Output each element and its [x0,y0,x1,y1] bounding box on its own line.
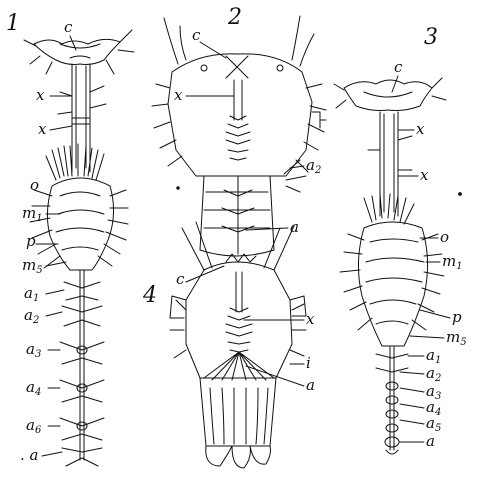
label-a1: a1 [24,284,39,304]
figure-2-labels: c x a2 a [174,26,321,236]
figure-4-specimen [170,222,306,468]
figure-3-labels: c x x o m1 p m5 a1 a2 a3 a4 a5 a [392,58,467,450]
label-x-lower: x [38,120,47,138]
label-a: a [290,218,299,236]
label-c: c [394,58,403,76]
label-x: x [174,86,183,104]
label-c: c [64,18,73,36]
label-m1: m1 [22,204,43,224]
speck [177,187,179,189]
label-p: p [452,308,462,326]
figure-4-number: 4 [142,283,157,308]
label-c: c [176,270,185,288]
label-x-upper: x [416,120,425,138]
label-a6: a6 [26,416,42,436]
speck [459,193,462,196]
label-p: p [26,232,36,250]
label-a-terminal: . a [20,446,38,464]
label-a2: a2 [24,306,39,326]
label-o: o [30,176,39,194]
label-a3: a3 [26,340,41,360]
label-x: x [306,310,315,328]
label-m5: m5 [446,328,467,348]
label-a2: a2 [306,156,321,176]
label-i: i [306,354,311,372]
label-m1: m1 [442,252,463,272]
label-a4: a4 [26,378,41,398]
label-a: a [306,376,315,394]
label-x-upper: x [36,86,45,104]
figure-2-specimen [152,16,326,256]
label-c: c [192,26,201,44]
figure-3-number: 3 [424,25,438,50]
label-a1: a1 [426,346,441,366]
label-o: o [440,228,449,246]
figure-1-number: 1 [6,11,20,36]
figure-1-labels: c x x o m1 p m5 a1 a2 a3 a4 a6 . a [20,18,76,464]
label-m5: m5 [22,256,43,276]
label-a: a [426,432,435,450]
label-a2: a2 [426,364,441,384]
figure-2-number: 2 [227,5,242,30]
label-x-lower: x [420,166,429,184]
